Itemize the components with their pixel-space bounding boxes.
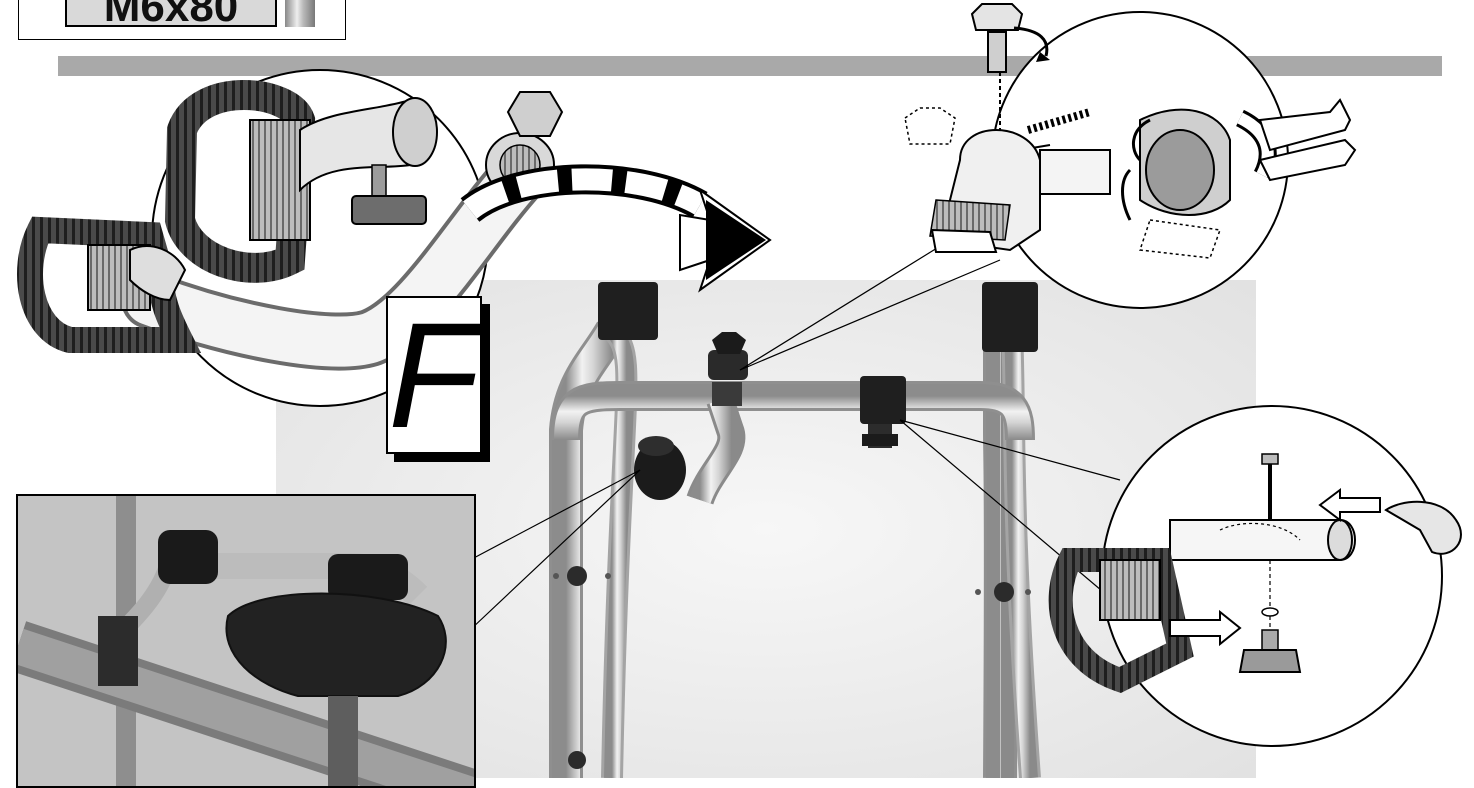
step-letter-box: F xyxy=(386,296,482,454)
assembly-detail-callout xyxy=(1048,405,1443,747)
arrow-right-icon xyxy=(460,164,772,293)
knob-icon xyxy=(1238,629,1302,673)
bolt-icon xyxy=(285,0,315,27)
strap-icon xyxy=(164,80,438,283)
bolt-size-tag: M6x80 xyxy=(18,0,346,40)
clamp-icon xyxy=(708,332,748,406)
step-letter: F xyxy=(388,291,480,459)
knob-icon xyxy=(970,3,1050,73)
arrow-right-icon xyxy=(1169,609,1242,647)
knob-icon xyxy=(634,436,686,500)
strap-icon xyxy=(1048,548,1194,693)
tube-piece xyxy=(1258,98,1357,182)
clamp-detail-callout xyxy=(904,3,1289,309)
strap-icon xyxy=(17,216,202,353)
clamp-icon xyxy=(1384,500,1462,555)
mounted-bike-photo xyxy=(16,494,476,788)
arrow-left-icon xyxy=(1318,488,1381,522)
clamp-icon xyxy=(860,376,906,448)
bolt-size-label: M6x80 xyxy=(65,0,277,27)
